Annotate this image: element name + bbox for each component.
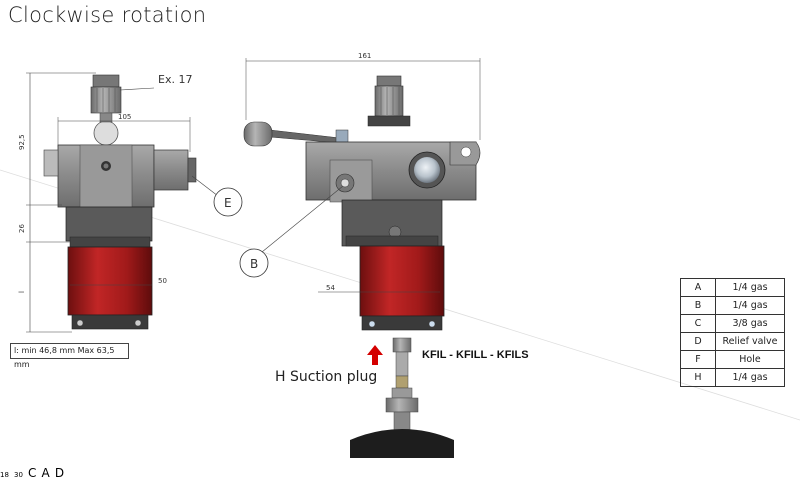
legend-key: D — [680, 332, 716, 351]
callout-e: D — [55, 462, 64, 481]
front-view — [243, 58, 481, 331]
up-arrow-icon — [367, 345, 383, 365]
dim-l: l — [18, 291, 26, 293]
legend-value: Relief valve — [715, 332, 785, 351]
legend-value: Hole — [715, 350, 785, 369]
callout-c: C — [28, 462, 41, 481]
legend-key: A — [680, 278, 716, 297]
suction-plug-label: H Suction plug — [275, 369, 378, 385]
dim-18: 18 — [0, 471, 9, 479]
callout-e-label: D — [54, 466, 65, 480]
side-view — [26, 72, 219, 333]
dim-50: 50 — [158, 277, 167, 285]
suction-plug — [350, 337, 454, 458]
legend-key: F — [680, 350, 716, 369]
dim-54: 54 — [326, 284, 335, 292]
callout-c-label: C — [28, 466, 37, 480]
dim-26: 26 — [18, 224, 26, 233]
callout-d: E — [213, 187, 243, 217]
legend-value: 3/8 gas — [715, 314, 785, 333]
page-title: Clockwise rotation — [8, 3, 207, 27]
legend-value: 1/4 gas — [715, 296, 785, 315]
dim-92-5: 92,5 — [18, 134, 26, 150]
length-note: l: min 46,8 mm Max 63,5 mm — [10, 343, 129, 369]
legend-key: H — [680, 368, 716, 387]
legend-key: C — [680, 314, 716, 333]
callout-a: A — [42, 462, 55, 481]
legend-key: B — [680, 296, 716, 315]
dim-30: 30 — [14, 471, 23, 479]
dim-105: 105 — [118, 113, 131, 121]
callout-b-label: B — [250, 257, 258, 271]
ex-17-label: Ex. 17 — [158, 73, 192, 86]
callout-a-label: A — [41, 466, 50, 480]
legend-value: 1/4 gas — [715, 278, 785, 297]
drawing-canvas: 92,5 26 l 105 50 Ex. 17 E — [0, 52, 800, 480]
model-codes: KFIL - KFILL - KFILS — [422, 349, 529, 361]
dim-161: 161 — [358, 52, 371, 60]
callout-d-label: E — [224, 196, 232, 210]
legend-value: 1/4 gas — [715, 368, 785, 387]
callout-b: B — [239, 248, 269, 278]
technical-drawing: 92,5 26 l 105 50 Ex. 17 E — [0, 52, 800, 458]
